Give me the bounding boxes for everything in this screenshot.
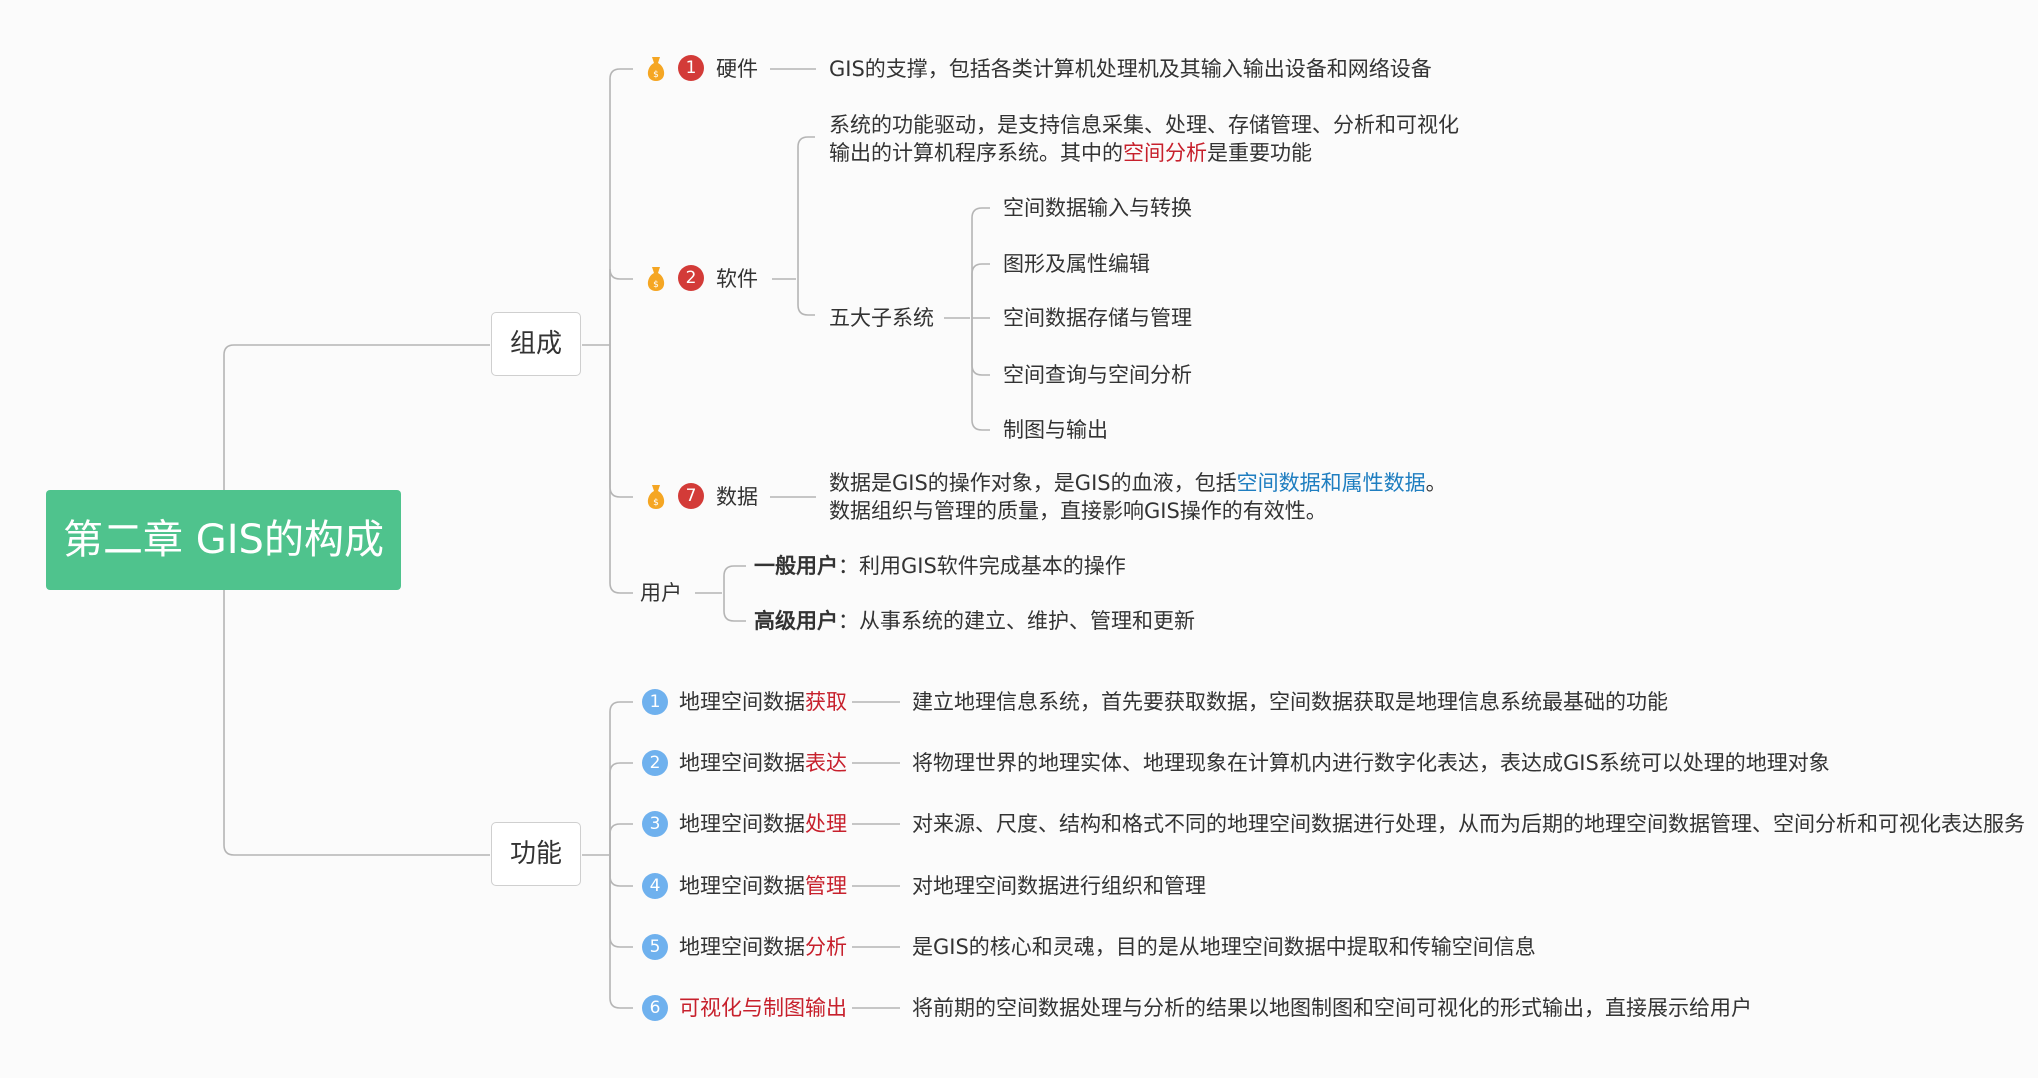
spatial-attribute-data-highlight: 空间数据和属性数据 — [1236, 471, 1426, 495]
general-user-item[interactable]: 一般用户：利用GIS软件完成基本的操作 — [754, 552, 1126, 580]
function-label-prefix: 地理空间数据 — [679, 935, 805, 959]
function-visualize-desc[interactable]: 将前期的空间数据处理与分析的结果以地图制图和空间可视化的形式输出，直接展示给用户 — [912, 996, 1752, 1020]
money-bag-icon: $ — [647, 485, 665, 509]
function-label-highlight: 可视化与制图输出 — [679, 996, 847, 1020]
subsystem-item[interactable]: 制图与输出 — [1003, 418, 1108, 442]
software-desc-line2[interactable]: 输出的计算机程序系统。其中的空间分析是重要功能 — [829, 139, 1312, 167]
software-desc-post: 是重要功能 — [1207, 141, 1312, 165]
priority-2-badge: 2 — [678, 265, 704, 291]
hardware-desc[interactable]: GIS的支撑，包括各类计算机处理机及其输入输出设备和网络设备 — [829, 57, 1432, 81]
data-desc-line2[interactable]: 数据组织与管理的质量，直接影响GIS操作的有效性。 — [829, 499, 1327, 523]
data-desc-line1[interactable]: 数据是GIS的操作对象，是GIS的血液，包括空间数据和属性数据。 — [829, 469, 1447, 497]
function-manage-label[interactable]: 地理空间数据管理 — [679, 872, 847, 900]
money-bag-icon: $ — [647, 267, 665, 291]
data-desc-post: 。 — [1425, 471, 1447, 495]
advanced-user-desc: ：从事系统的建立、维护、管理和更新 — [838, 609, 1195, 633]
data-desc-pre: 数据是GIS的操作对象，是GIS的血液，包括 — [829, 471, 1237, 495]
priority-7-badge: 7 — [678, 483, 704, 509]
function-label-highlight: 分析 — [805, 935, 847, 959]
function-5-badge: 5 — [642, 934, 668, 960]
root-topic[interactable]: 第二章 GIS的构成 — [46, 490, 401, 590]
hardware-label[interactable]: 硬件 — [716, 57, 758, 81]
function-4-badge: 4 — [642, 873, 668, 899]
function-3-badge: 3 — [642, 811, 668, 837]
function-express-label[interactable]: 地理空间数据表达 — [679, 749, 847, 777]
function-label-highlight: 表达 — [805, 751, 847, 775]
functions-node[interactable]: 功能 — [491, 822, 581, 886]
subsystem-item[interactable]: 空间数据存储与管理 — [1003, 306, 1192, 330]
data-label[interactable]: 数据 — [716, 485, 758, 509]
function-label-highlight: 处理 — [805, 812, 847, 836]
software-label[interactable]: 软件 — [716, 267, 758, 291]
function-label-prefix: 地理空间数据 — [679, 874, 805, 898]
function-label-prefix: 地理空间数据 — [679, 812, 805, 836]
advanced-user-item[interactable]: 高级用户：从事系统的建立、维护、管理和更新 — [754, 607, 1195, 635]
function-acquire-desc[interactable]: 建立地理信息系统，首先要获取数据，空间数据获取是地理信息系统最基础的功能 — [912, 690, 1668, 714]
function-process-label[interactable]: 地理空间数据处理 — [679, 810, 847, 838]
function-process-desc[interactable]: 对来源、尺度、结构和格式不同的地理空间数据进行处理，从而为后期的地理空间数据管理… — [912, 812, 2025, 836]
spatial-analysis-highlight: 空间分析 — [1123, 141, 1207, 165]
users-label[interactable]: 用户 — [640, 581, 682, 605]
software-desc-line1[interactable]: 系统的功能驱动，是支持信息采集、处理、存储管理、分析和可视化 — [829, 113, 1459, 137]
advanced-user-label: 高级用户 — [754, 609, 838, 633]
function-label-prefix: 地理空间数据 — [679, 751, 805, 775]
function-express-desc[interactable]: 将物理世界的地理实体、地理现象在计算机内进行数字化表达，表达成GIS系统可以处理… — [912, 751, 1830, 775]
subsystem-item[interactable]: 图形及属性编辑 — [1003, 252, 1150, 276]
money-bag-icon: $ — [647, 57, 665, 81]
general-user-desc: ：利用GIS软件完成基本的操作 — [838, 554, 1126, 578]
five-subsystems-label[interactable]: 五大子系统 — [829, 306, 934, 330]
composition-node[interactable]: 组成 — [491, 312, 581, 376]
function-visualize-label[interactable]: 可视化与制图输出 — [679, 994, 847, 1022]
general-user-label: 一般用户 — [754, 554, 838, 578]
software-desc-pre: 输出的计算机程序系统。其中的 — [829, 141, 1123, 165]
svg-text:$: $ — [653, 70, 659, 80]
function-acquire-label[interactable]: 地理空间数据获取 — [679, 688, 847, 716]
function-label-highlight: 管理 — [805, 874, 847, 898]
function-analyze-desc[interactable]: 是GIS的核心和灵魂，目的是从地理空间数据中提取和传输空间信息 — [912, 935, 1536, 959]
svg-text:$: $ — [653, 498, 659, 508]
function-manage-desc[interactable]: 对地理空间数据进行组织和管理 — [912, 874, 1206, 898]
function-2-badge: 2 — [642, 750, 668, 776]
function-label-highlight: 获取 — [805, 690, 847, 714]
priority-1-badge: 1 — [678, 55, 704, 81]
subsystem-item[interactable]: 空间数据输入与转换 — [1003, 196, 1192, 220]
function-label-prefix: 地理空间数据 — [679, 690, 805, 714]
function-analyze-label[interactable]: 地理空间数据分析 — [679, 933, 847, 961]
function-6-badge: 6 — [642, 995, 668, 1021]
subsystem-item[interactable]: 空间查询与空间分析 — [1003, 363, 1192, 387]
function-1-badge: 1 — [642, 689, 668, 715]
svg-text:$: $ — [653, 280, 659, 290]
